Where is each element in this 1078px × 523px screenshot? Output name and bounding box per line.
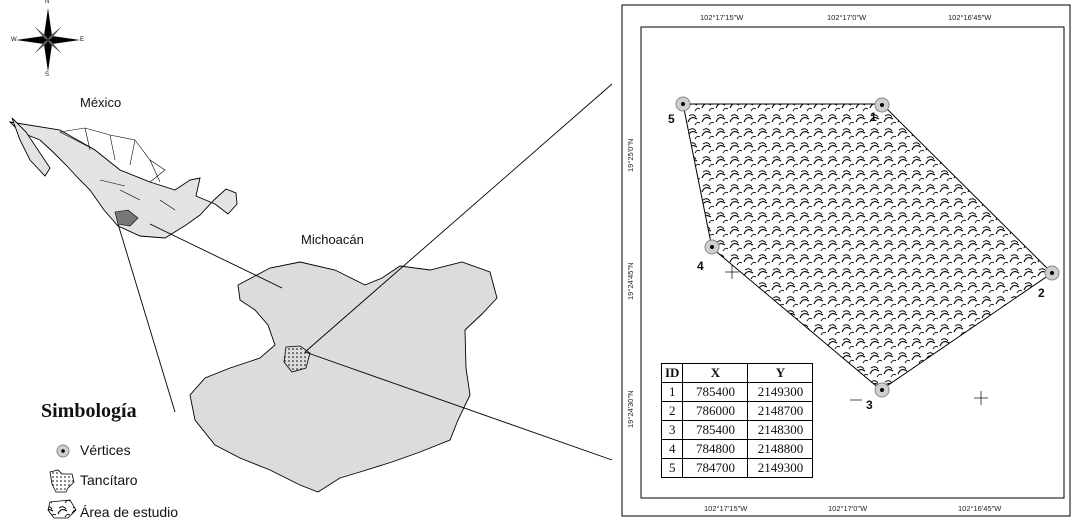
table-header-id: ID xyxy=(660,363,684,383)
table-cell: 2148300 xyxy=(747,420,814,440)
michoacan-map xyxy=(189,261,498,493)
table-cell: 784700 xyxy=(682,458,749,478)
table-row: 1 785400 2149300 xyxy=(660,382,814,402)
table-cell: 1 xyxy=(660,382,684,402)
table-header-y: Y xyxy=(747,363,814,383)
table-cell: 785400 xyxy=(682,420,749,440)
table-cell: 786000 xyxy=(682,401,749,421)
vertex-icon xyxy=(56,444,70,458)
study-area-polygon xyxy=(682,103,1053,391)
table-cell: 2149300 xyxy=(747,382,814,402)
table-cell: 2 xyxy=(660,401,684,421)
table-cell: 784800 xyxy=(682,439,749,459)
table-cell: 5 xyxy=(660,458,684,478)
table-cell: 2149300 xyxy=(747,458,814,478)
table-header-x: X xyxy=(682,363,749,383)
table-cell: 2148700 xyxy=(747,401,814,421)
table-cell: 3 xyxy=(660,420,684,440)
table-cell: 2148800 xyxy=(747,439,814,459)
vertex-1-marker xyxy=(874,97,890,113)
legend-item-study-area: Área de estudio xyxy=(80,504,179,520)
table-cell: 4 xyxy=(660,439,684,459)
top-coord-1: 102°17'15"W xyxy=(700,13,744,22)
michoacan-label: Michoacán xyxy=(301,232,364,247)
vertex-label-1: 1 xyxy=(870,110,877,124)
mexico-map xyxy=(8,117,238,239)
grid-crosses xyxy=(725,265,988,405)
legend-title: Simbología xyxy=(41,400,137,422)
table-row: 3 785400 2148300 xyxy=(660,420,814,440)
legend-item-tancitaro: Tancítaro xyxy=(80,472,138,488)
table-cell: 785400 xyxy=(682,382,749,402)
tancitaro-icon xyxy=(49,469,75,493)
left-coord-2: 19°24'45"N xyxy=(626,262,635,300)
left-coord-1: 19°25'0"N xyxy=(626,138,635,172)
vertex-label-4: 4 xyxy=(697,259,704,273)
study-area-icon xyxy=(47,499,77,519)
compass-w-label: W xyxy=(11,37,17,43)
bottom-coord-1: 102°17'15"W xyxy=(704,504,748,513)
vertex-label-2: 2 xyxy=(1038,286,1045,300)
bottom-coord-2: 102°17'0"W xyxy=(828,504,868,513)
vertex-4-marker xyxy=(704,239,720,255)
vertex-table: ID X Y 1 785400 2149300 2 786000 2148700… xyxy=(660,363,814,478)
left-coord-3: 19°24'30"N xyxy=(626,390,635,428)
legend-item-vertices: Vértices xyxy=(80,442,131,458)
table-row: 2 786000 2148700 xyxy=(660,401,814,421)
vertex-3-marker xyxy=(874,382,890,398)
compass-n-label: N xyxy=(45,0,50,5)
vertex-2-marker xyxy=(1044,265,1060,281)
table-row: 5 784700 2149300 xyxy=(660,458,814,478)
mexico-label: México xyxy=(80,95,122,110)
top-coord-3: 102°16'45"W xyxy=(948,13,992,22)
compass-s-label: S xyxy=(45,72,50,78)
top-coord-2: 102°17'0"W xyxy=(827,13,867,22)
vertex-table-container: ID X Y 1 785400 2149300 2 786000 2148700… xyxy=(660,363,814,478)
connector-lines xyxy=(117,83,613,461)
compass-e-label: E xyxy=(80,37,85,43)
bottom-coord-3: 102°16'45"W xyxy=(958,504,1002,513)
table-row: 4 784800 2148800 xyxy=(660,439,814,459)
vertex-label-5: 5 xyxy=(668,112,675,126)
vertex-label-3: 3 xyxy=(866,398,873,412)
compass-rose xyxy=(16,8,80,72)
vertex-5-marker xyxy=(675,96,691,112)
vertices xyxy=(675,96,1060,398)
